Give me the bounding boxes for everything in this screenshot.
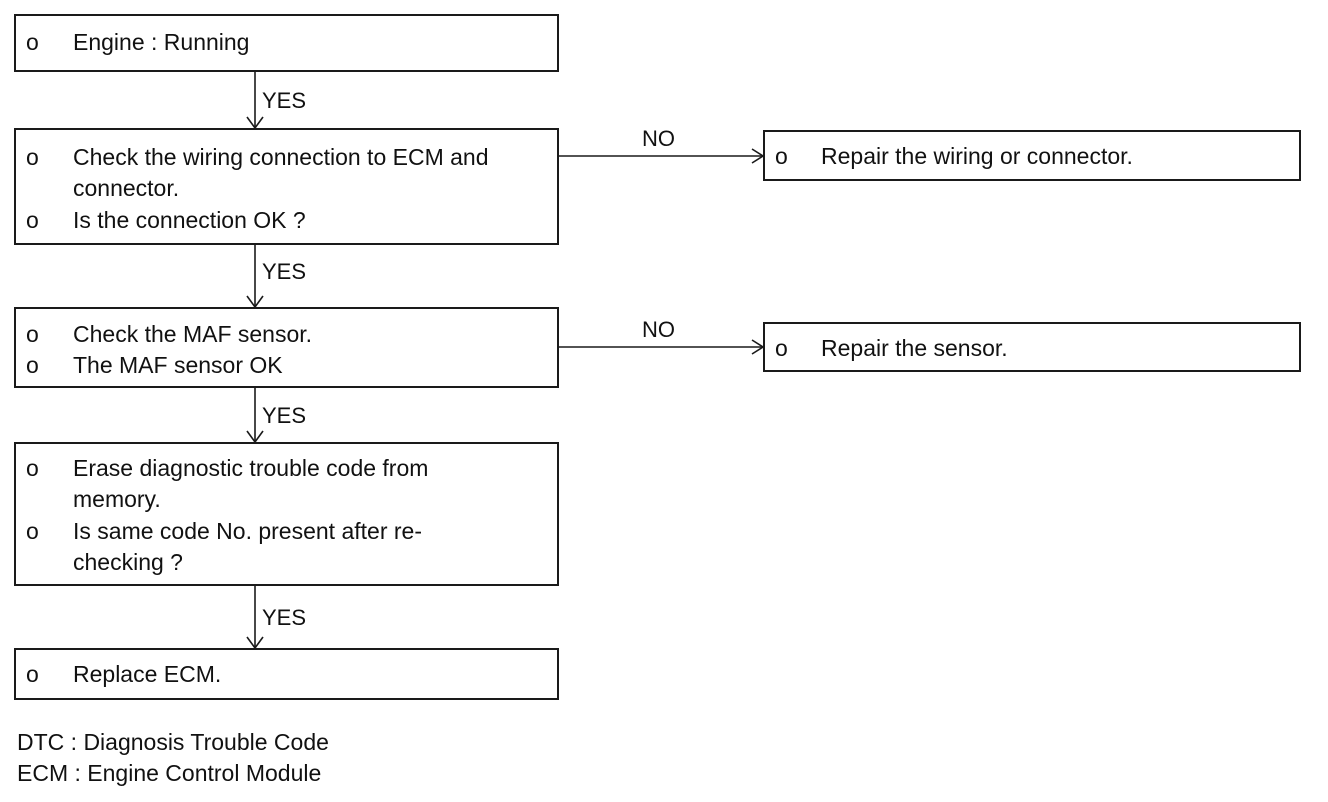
legend-ecm: ECM : Engine Control Module xyxy=(17,760,322,786)
legend-dtc: DTC : Diagnosis Trouble Code xyxy=(17,729,329,755)
bullet-marker: o xyxy=(775,143,788,169)
step-replace-ecm: o Replace ECM. xyxy=(14,648,559,700)
step-text: Erase diagnostic trouble code from xyxy=(73,455,429,481)
bullet-marker: o xyxy=(26,661,39,687)
bullet-marker: o xyxy=(26,352,39,378)
step-check-wiring: o Check the wiring connection to ECM and… xyxy=(14,128,559,245)
bullet-marker: o xyxy=(26,321,39,347)
step-text: Is same code No. present after re- xyxy=(73,518,422,544)
step-text: connector. xyxy=(73,175,180,201)
bullet-marker: o xyxy=(26,29,39,55)
action-repair-sensor: o Repair the sensor. xyxy=(763,322,1301,372)
step-check-maf-sensor: o Check the MAF sensor. o The MAF sensor… xyxy=(14,307,559,388)
yes-label: YES xyxy=(262,259,307,284)
yes-label: YES xyxy=(262,403,307,428)
step-text: The MAF sensor OK xyxy=(73,352,283,378)
step-text: Check the MAF sensor. xyxy=(73,321,313,347)
step-text: checking ? xyxy=(73,549,183,575)
bullet-marker: o xyxy=(26,207,39,233)
bullet-marker: o xyxy=(775,335,788,361)
bullet-marker: o xyxy=(26,455,39,481)
step-text: Check the wiring connection to ECM and xyxy=(73,144,489,170)
yes-label: YES xyxy=(262,88,307,113)
step-engine-running: o Engine : Running xyxy=(14,14,559,72)
step-text: Is the connection OK ? xyxy=(73,207,306,233)
action-text: Repair the wiring or connector. xyxy=(821,143,1133,169)
step-text: Replace ECM. xyxy=(73,661,222,687)
step-text: memory. xyxy=(73,486,161,512)
step-erase-dtc: o Erase diagnostic trouble code from mem… xyxy=(14,442,559,586)
step-text: Engine : Running xyxy=(73,29,250,55)
bullet-marker: o xyxy=(26,144,39,170)
no-label: NO xyxy=(642,126,675,151)
action-text: Repair the sensor. xyxy=(821,335,1008,361)
yes-label: YES xyxy=(262,605,307,630)
action-repair-wiring: o Repair the wiring or connector. xyxy=(763,130,1301,181)
bullet-marker: o xyxy=(26,518,39,544)
no-label: NO xyxy=(642,317,675,342)
